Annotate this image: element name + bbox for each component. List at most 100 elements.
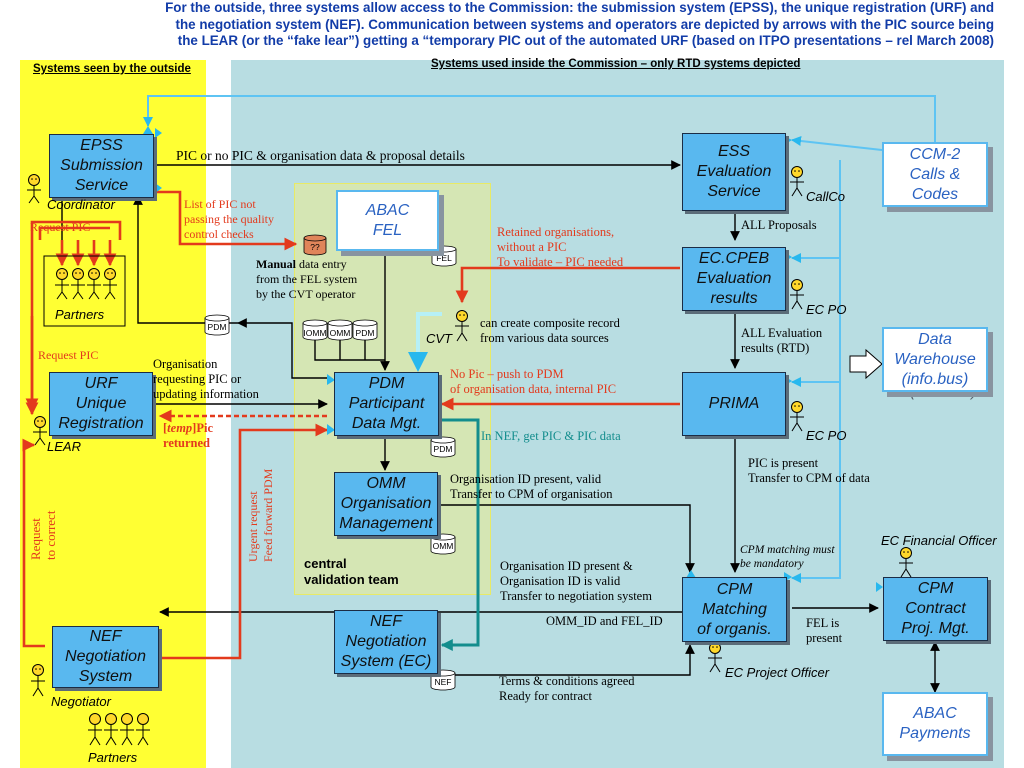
nef-ec-box[interactable]: NEF Negotiation System (EC) (334, 610, 438, 674)
iomm-db-label: IOMM (303, 328, 327, 338)
eccpeb-to-cvt-arrow (455, 266, 680, 304)
to-data-warehouse-arrow (849, 348, 883, 380)
temp-pic-line-1: [temp]Pic (163, 421, 213, 436)
ess-line-2: Evaluation (696, 163, 772, 180)
inside-section-title: Systems used inside the Commission – onl… (431, 58, 801, 70)
nef-urgent-arrow (160, 423, 329, 660)
nef-under-db-label: NEF (434, 677, 452, 687)
cpm-contract-line-2: Contract (905, 600, 966, 617)
cpm-matching-box[interactable]: CPM Matching of organis. (682, 577, 787, 642)
nef-outside-line-2: Negotiation (65, 648, 146, 665)
no-pic-line-2: of organisation data, internal PIC (450, 382, 617, 396)
eccpeb-box[interactable]: EC.CPEB Evaluation results (682, 247, 786, 311)
ccm2-line-3: Codes (911, 185, 959, 203)
cpm-must-line-2: be mandatory (740, 558, 804, 570)
org-id-valid-line-2: Organisation ID is valid (500, 574, 621, 588)
urf-line-2: Unique (75, 395, 127, 412)
request-pic-top-label: Request PIC (30, 220, 91, 234)
epss-line-2: Submission (60, 157, 143, 174)
ccm2-box[interactable]: CCM-2 Calls & Codes (882, 142, 988, 207)
abac-fel-box[interactable]: ABAC FEL (336, 190, 439, 251)
nef-ec-line-2: Negotiation (345, 633, 427, 650)
ec-po-2-label: EC PO (806, 428, 847, 443)
epss-quality-check-arrow (155, 190, 298, 251)
org-id-present-label: Organisation ID present, valid Transfer … (450, 472, 613, 502)
coordinator-label: Coordinator (47, 197, 115, 212)
org-id-present-line-2: Transfer to CPM of organisation (450, 487, 613, 501)
omm-box[interactable]: OMM Organisation Management (334, 472, 438, 536)
org-requesting-line-3: updating information (153, 387, 259, 401)
nef-ec-line-1: NEF (370, 613, 402, 630)
no-pic-line-1: No Pic – push to PDM (450, 367, 564, 381)
cvt-label: CVT (426, 331, 452, 346)
ccm2-line-1: CCM-2 (909, 145, 961, 163)
nef-outside-box[interactable]: NEF Negotiation System (52, 626, 159, 688)
epss-box[interactable]: EPSS Submission Service (49, 134, 154, 198)
no-pic-label: No Pic – push to PDM of organisation dat… (450, 367, 616, 397)
eccpeb-line-3: results (710, 290, 758, 307)
request-correct-arrow (22, 438, 45, 648)
all-eval-label: ALL Evaluation results (RTD) (741, 326, 822, 356)
omm-under-db-label: OMM (432, 541, 454, 551)
temp-pic-line-2: returned (163, 436, 210, 450)
cvt-to-pdm-arrow (408, 312, 442, 372)
ccm2-line-2: Calls & (909, 165, 961, 183)
actor-faces (31, 170, 909, 670)
cpm-must-label: CPM matching must be mandatory (740, 543, 835, 571)
omm-line-2: Organisation (340, 495, 432, 512)
data-warehouse-line-1: Data (918, 330, 952, 348)
org-id-valid-line-3: Transfer to negotiation system (500, 589, 652, 603)
ess-line-1: ESS (717, 143, 750, 160)
request-correct-label: Request to correct (28, 511, 58, 560)
central-team-line-1: central (304, 556, 347, 571)
ec-financial-officer-label: EC Financial Officer (881, 533, 997, 548)
urf-box[interactable]: URF Unique Registration (49, 372, 153, 436)
ccm2-links (143, 95, 936, 583)
omm-line-1: OMM (366, 475, 406, 492)
urgent-request-label: Urgent request Feed forward PDM (246, 469, 276, 562)
pic-is-present-label: PIC is present Transfer to CPM of data (748, 456, 870, 486)
cpm-contract-line-1: CPM (917, 580, 954, 597)
list-of-pic-label: List of PIC not passing the quality cont… (184, 197, 274, 242)
partners-frame (43, 255, 126, 327)
urgent-request-line-1: Urgent request (246, 491, 260, 562)
pic-is-present-line-2: Transfer to CPM of data (748, 471, 870, 485)
temp-pic-italic: temp (167, 421, 193, 435)
abac-payments-line-1: ABAC (913, 705, 957, 722)
in-nef-label: In NEF, get PIC & PIC data (481, 429, 621, 443)
org-id-valid-label: Organisation ID present & Organisation I… (500, 559, 652, 604)
omm-fel-label: OMM_ID and FEL_ID (546, 614, 663, 628)
abac-payments-box[interactable]: ABAC Payments (882, 692, 988, 756)
data-warehouse-box[interactable]: Data Warehouse (info.bus) (882, 327, 988, 392)
request-correct-line-1: Request (28, 518, 43, 560)
retained-line-1: Retained organisations, (497, 225, 615, 239)
org-requesting-line-1: Organisation (153, 357, 218, 371)
omm-line-3: Management (339, 515, 433, 532)
pdm-line-2: Participant (348, 395, 425, 412)
page-header: For the outside, three systems allow acc… (0, 0, 1024, 50)
nefec-to-cpm-arrow (438, 644, 695, 676)
can-create-label: can create composite record from various… (480, 316, 620, 346)
abac-fel-line-2: FEL (372, 221, 403, 239)
list-of-pic-line-2: passing the quality (184, 212, 274, 226)
data-warehouse-line-2: Warehouse (894, 350, 976, 368)
retained-label: Retained organisations, without a PIC To… (497, 225, 623, 270)
epss-line-3: Service (74, 177, 129, 194)
epss-line-1: EPSS (80, 137, 123, 154)
partners-top-label: Partners (55, 307, 105, 322)
pdm-line-1: PDM (368, 375, 405, 392)
all-proposals-label: ALL Proposals (741, 218, 817, 232)
cpm-contract-box[interactable]: CPM Contract Proj. Mgt. (883, 577, 988, 641)
pic-is-present-line-1: PIC is present (748, 456, 819, 470)
lear-label: LEAR (47, 439, 81, 454)
terms-line-2: Ready for contract (499, 689, 593, 703)
fel-present-label: FEL is present (806, 616, 842, 646)
eccpeb-line-1: EC.CPEB (698, 250, 770, 267)
cpm-matching-line-3: of organis. (697, 620, 772, 638)
org-id-valid-line-1: Organisation ID present & (500, 559, 633, 573)
omm-cluster-db-label: OMM (329, 328, 351, 338)
prima-box[interactable]: PRIMA (682, 372, 786, 436)
ess-box[interactable]: ESS Evaluation Service (682, 133, 786, 211)
pdm-box[interactable]: PDM Participant Data Mgt. (334, 372, 439, 436)
org-id-present-line-1: Organisation ID present, valid (450, 472, 602, 486)
